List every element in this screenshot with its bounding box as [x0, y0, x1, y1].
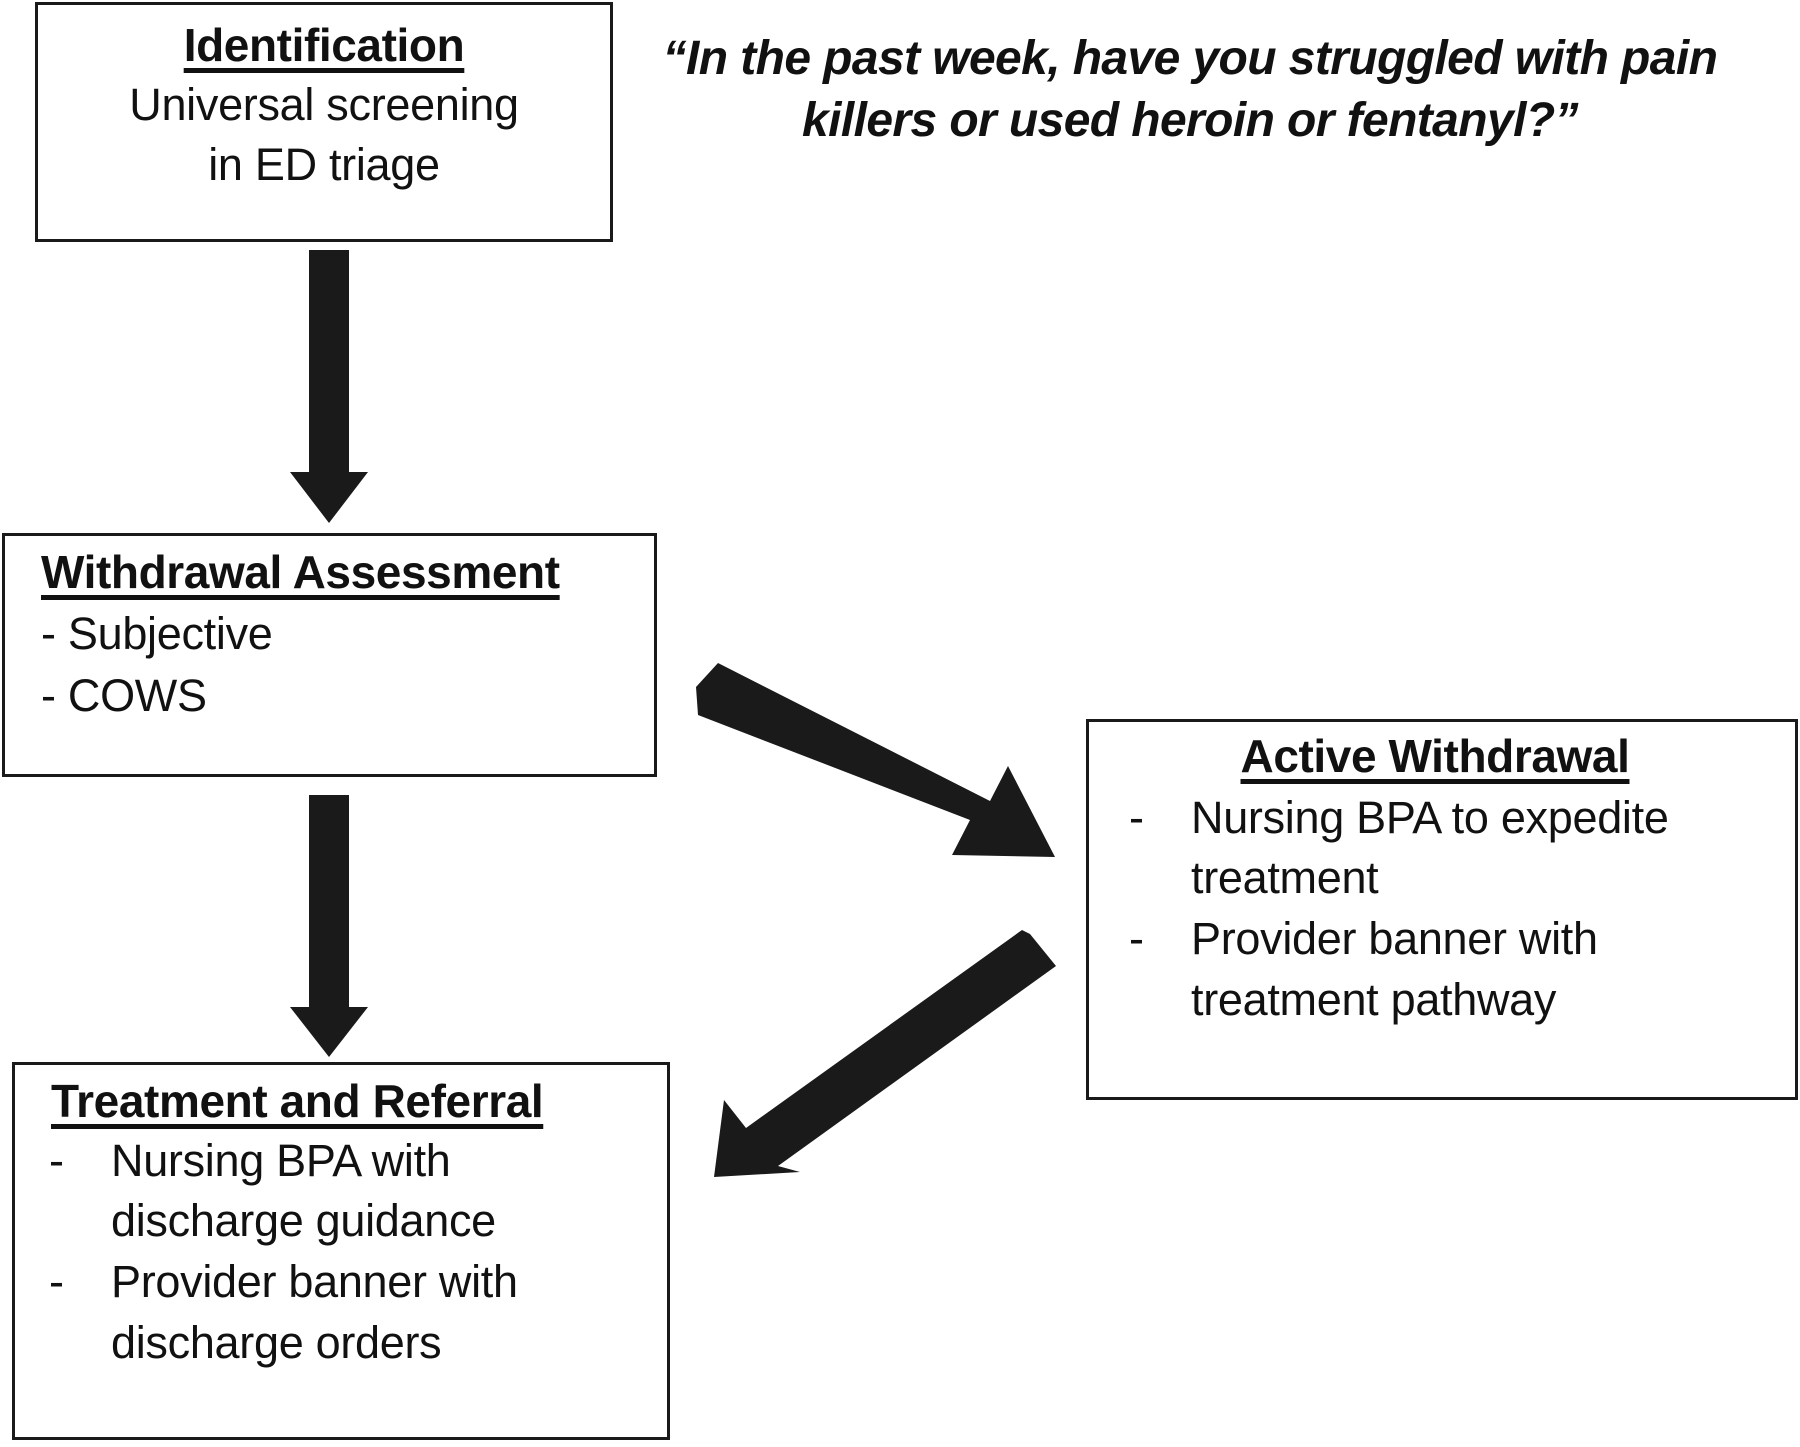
box-identification: Identification Universal screening in ED…	[35, 2, 613, 242]
bullet-line: discharge guidance	[111, 1195, 496, 1247]
box-identification-title: Identification	[183, 19, 465, 71]
arrow-active-withdrawal-to-treatment	[714, 930, 1056, 1177]
bullet-text: Nursing BPA with discharge guidance	[111, 1131, 496, 1253]
bullet-line: Provider banner with	[111, 1256, 518, 1308]
bullet-line: Nursing BPA with	[111, 1134, 451, 1186]
bullet-text: Provider banner with discharge orders	[111, 1252, 518, 1374]
bullet-dash: -	[49, 1256, 64, 1308]
box-active-withdrawal-title: Active Withdrawal	[1240, 730, 1630, 782]
box-withdrawal-assessment-line-2: - COWS	[41, 670, 207, 722]
screening-question-quote: “In the past week, have you struggled wi…	[662, 32, 1718, 148]
bullet-dash: -	[1129, 913, 1144, 965]
arrow-identification-to-withdrawal	[290, 250, 368, 523]
box-withdrawal-assessment-line-1: - Subjective	[41, 607, 273, 659]
bullet-line: Provider banner with	[1191, 913, 1598, 965]
arrow-withdrawal-to-treatment	[290, 795, 368, 1057]
box-withdrawal-assessment-title: Withdrawal Assessment	[41, 546, 560, 598]
list-item: - Nursing BPA with discharge guidance	[49, 1131, 667, 1253]
box-identification-line-1: Universal screening	[129, 78, 519, 130]
bullet-line: discharge orders	[111, 1316, 442, 1368]
bullet-text: Provider banner with treatment pathway	[1191, 909, 1598, 1031]
box-treatment-and-referral-title: Treatment and Referral	[51, 1075, 544, 1127]
box-active-withdrawal: Active Withdrawal - Nursing BPA to exped…	[1086, 719, 1798, 1100]
list-item: - Provider banner with discharge orders	[49, 1252, 667, 1374]
bullet-line: treatment pathway	[1191, 973, 1557, 1025]
bullet-line: treatment	[1191, 852, 1379, 904]
bullet-text: Nursing BPA to expedite treatment	[1191, 788, 1669, 910]
list-item: - Nursing BPA to expedite treatment	[1129, 788, 1795, 910]
bullet-dash: -	[1129, 791, 1144, 843]
box-identification-line-2: in ED triage	[208, 139, 440, 191]
box-withdrawal-assessment: Withdrawal Assessment - Subjective - COW…	[2, 533, 657, 777]
box-treatment-and-referral-bullets: - Nursing BPA with discharge guidance - …	[15, 1131, 667, 1374]
bullet-line: Nursing BPA to expedite	[1191, 791, 1669, 843]
arrow-withdrawal-to-active-withdrawal	[696, 663, 1055, 857]
box-treatment-and-referral: Treatment and Referral - Nursing BPA wit…	[12, 1062, 670, 1440]
box-active-withdrawal-bullets: - Nursing BPA to expedite treatment - Pr…	[1089, 788, 1795, 1031]
list-item: - Provider banner with treatment pathway	[1129, 909, 1795, 1031]
bullet-dash: -	[49, 1134, 64, 1186]
